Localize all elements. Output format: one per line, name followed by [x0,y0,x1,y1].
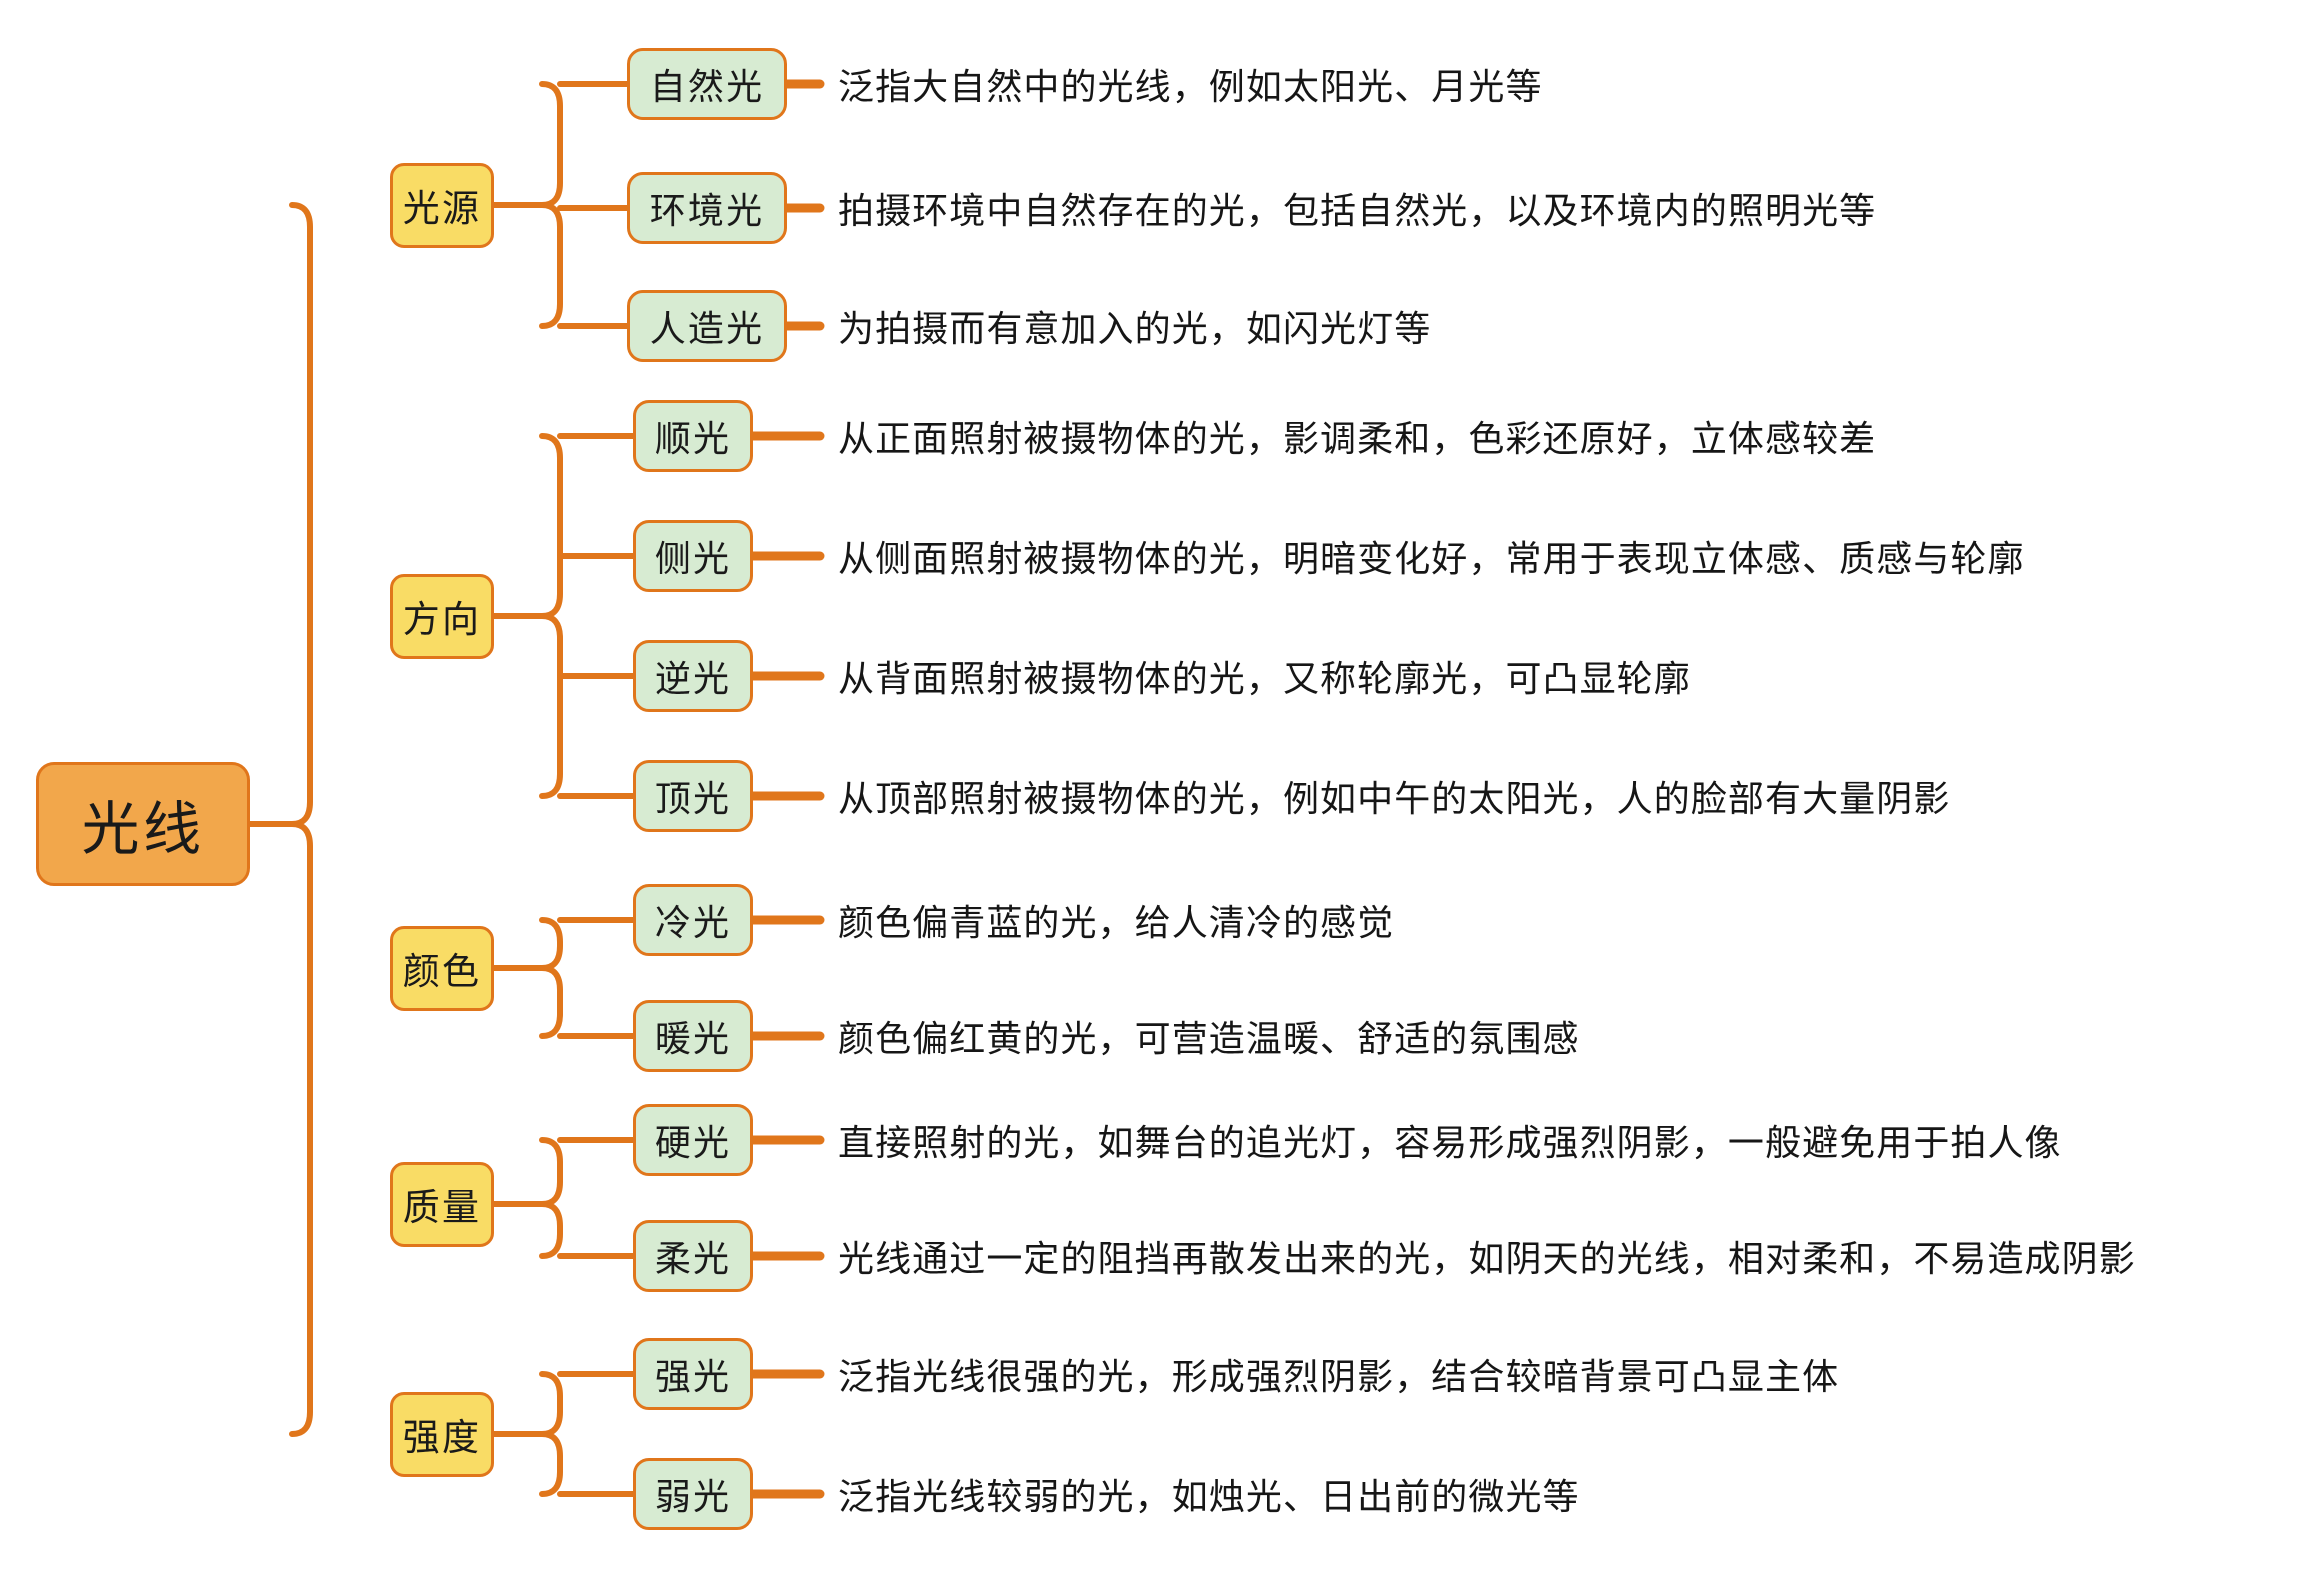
leaf-description-2-1: 从正面照射被摄物体的光，影调柔和，色彩还原好，立体感较差 [838,418,1877,459]
branch-brace-connector-4 [539,1137,563,1259]
leaf-description-3-1: 颜色偏青蓝的光，给人清冷的感觉 [838,902,1395,943]
root-node[interactable]: 光线 [36,762,250,886]
leaf-description-1-2: 拍摄环境中自然存在的光，包括自然光，以及环境内的照明光等 [838,190,1877,231]
leaf-node-2-3[interactable]: 逆光 [633,640,753,712]
leaf-node-1-1[interactable]: 自然光 [627,48,787,120]
leaf-description-3-2: 颜色偏红黄的光，可营造温暖、舒适的氛围感 [838,1018,1580,1059]
leaf-node-5-1[interactable]: 强光 [633,1338,753,1410]
leaf-node-1-2[interactable]: 环境光 [627,172,787,244]
leaf-description-4-2: 光线通过一定的阻挡再散发出来的光，如阴天的光线，相对柔和，不易造成阴影 [838,1238,2136,1279]
leaf-description-5-2: 泛指光线较弱的光，如烛光、日出前的微光等 [838,1476,1580,1517]
leaf-description-2-2: 从侧面照射被摄物体的光，明暗变化好，常用于表现立体感、质感与轮廓 [838,538,2025,579]
leaf-node-4-1[interactable]: 硬光 [633,1104,753,1176]
leaf-node-1-3[interactable]: 人造光 [627,290,787,362]
branch-node-2[interactable]: 方向 [390,573,494,659]
leaf-node-2-2[interactable]: 侧光 [633,520,753,592]
leaf-description-4-1: 直接照射的光，如舞台的追光灯，容易形成强烈阴影，一般避免用于拍人像 [838,1122,2062,1163]
branch-node-4[interactable]: 质量 [390,1161,494,1247]
leaf-node-5-2[interactable]: 弱光 [633,1458,753,1530]
leaf-description-2-4: 从顶部照射被摄物体的光，例如中午的太阳光，人的脸部有大量阴影 [838,778,1951,819]
branch-node-1[interactable]: 光源 [390,162,494,248]
branch-brace-connector-2 [539,433,563,799]
leaf-node-2-4[interactable]: 顶光 [633,760,753,832]
leaf-node-3-1[interactable]: 冷光 [633,884,753,956]
branch-brace-connector-3 [539,917,563,1039]
leaf-node-4-2[interactable]: 柔光 [633,1220,753,1292]
root-brace-connector [289,202,313,1437]
leaf-description-2-3: 从背面照射被摄物体的光，又称轮廓光，可凸显轮廓 [838,658,1691,699]
branch-brace-connector-5 [539,1371,563,1497]
leaf-node-3-2[interactable]: 暖光 [633,1000,753,1072]
branch-brace-connector-1 [539,81,563,329]
leaf-description-5-1: 泛指光线很强的光，形成强烈阴影，结合较暗背景可凸显主体 [838,1356,1840,1397]
branch-node-3[interactable]: 颜色 [390,925,494,1011]
leaf-description-1-3: 为拍摄而有意加入的光，如闪光灯等 [838,308,1432,349]
leaf-node-2-1[interactable]: 顺光 [633,400,753,472]
leaf-description-1-1: 泛指大自然中的光线，例如太阳光、月光等 [838,66,1543,107]
branch-node-5[interactable]: 强度 [390,1391,494,1477]
